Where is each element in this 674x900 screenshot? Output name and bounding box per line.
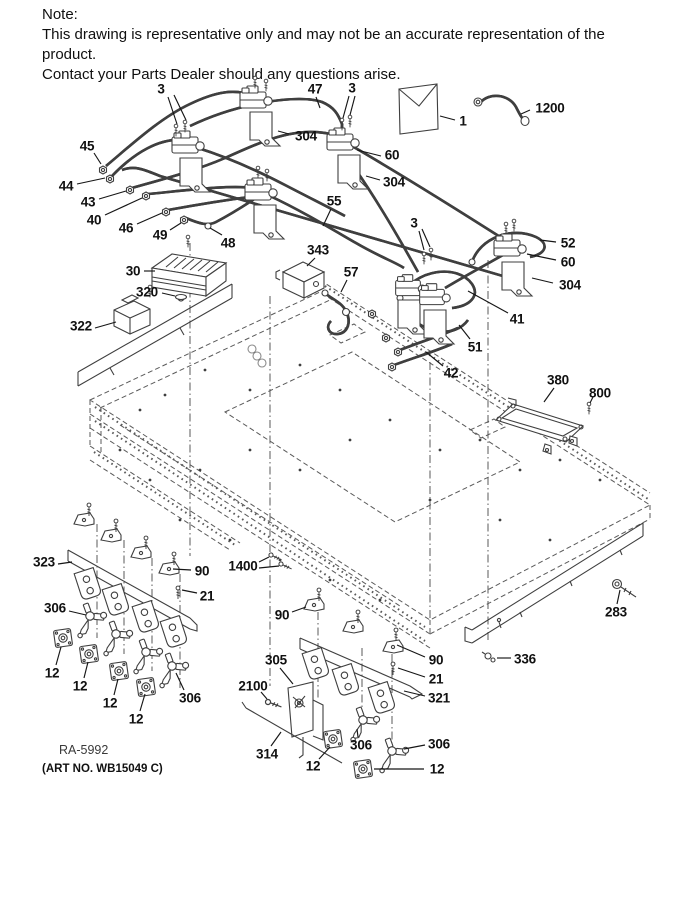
shoulder-bolt: [611, 578, 637, 598]
drawing-number: RA-5992: [59, 743, 109, 757]
note-title: Note:: [42, 6, 78, 23]
spark-module: [150, 234, 228, 298]
chassis-phantom-outline: [88, 279, 651, 649]
leader-lines: [55, 94, 621, 770]
chassis-screws: [267, 551, 293, 572]
lockout-bracket: [287, 681, 324, 759]
lockout-screw: [264, 698, 283, 710]
art-number: (ART NO. WB15049 C): [42, 763, 163, 775]
griddle-frame: [494, 397, 592, 455]
rear-rail: [464, 522, 644, 644]
note-block: Note: This drawing is representative onl…: [42, 5, 642, 85]
clip: [481, 651, 496, 663]
gas-tubing: [98, 90, 546, 372]
literature-pack: [398, 83, 439, 135]
lockout-rod: [241, 701, 343, 764]
manifold-middle: [299, 587, 424, 780]
flex-hose: [473, 94, 530, 127]
ignitor-hose: [321, 289, 351, 336]
note-line-2: Contact your Parts Dealer should any que…: [42, 66, 401, 83]
note-line-1: This drawing is representative only and …: [42, 26, 605, 63]
support-rail: [77, 283, 233, 387]
chassis-rivet-dots: [118, 363, 602, 602]
spark-switch: [275, 261, 326, 299]
grommet: [174, 293, 188, 302]
manifold-left: [52, 502, 198, 698]
